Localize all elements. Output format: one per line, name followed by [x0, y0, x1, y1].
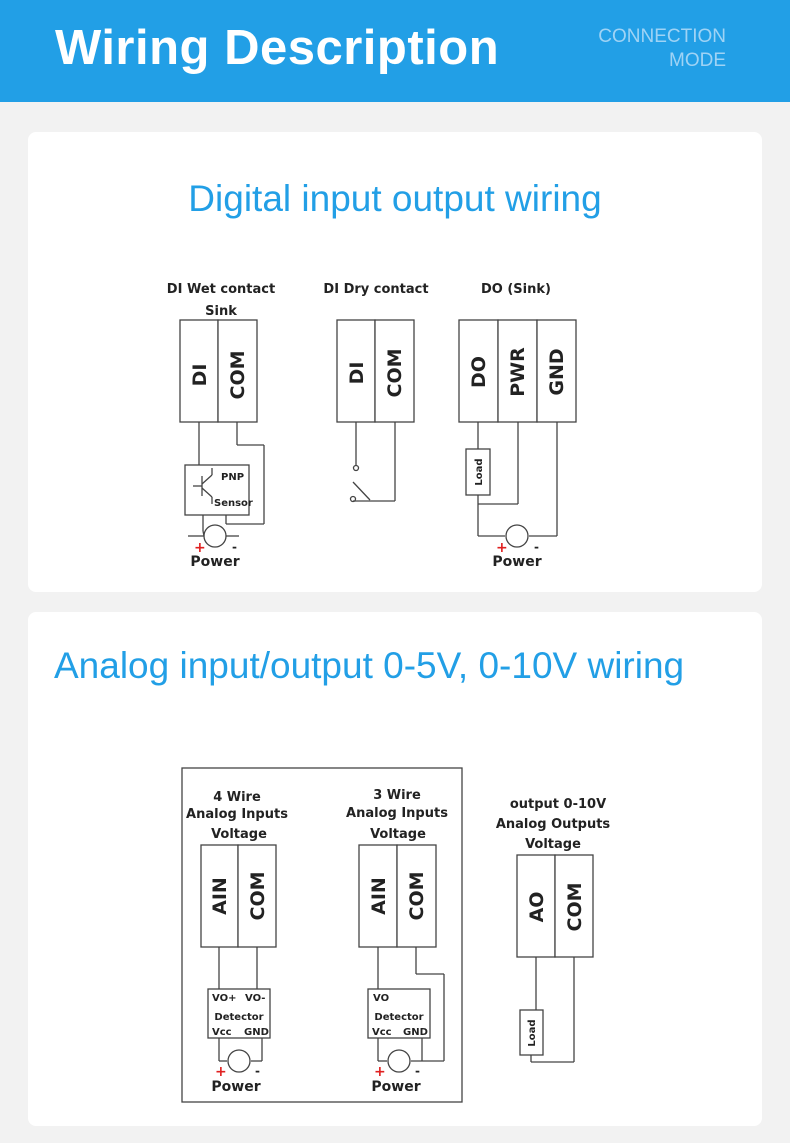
terminal-pwr: PWR: [507, 347, 529, 397]
four-wire-label-3: Voltage: [211, 827, 267, 842]
load-label: Load: [527, 1019, 538, 1046]
power-plus: +: [194, 540, 206, 556]
page-title: Wiring Description: [55, 21, 500, 75]
four-wire-label: 4 Wire: [213, 790, 261, 805]
pnp-label: PNP: [221, 472, 244, 483]
terminal-gnd: GND: [546, 348, 568, 395]
detector-gnd: GND: [244, 1027, 269, 1038]
header-subtitle-line2: MODE: [669, 50, 726, 71]
analog-section-title: Analog input/output 0-5V, 0-10V wiring: [54, 645, 685, 686]
terminal-com: COM: [406, 871, 428, 920]
detector-gnd: GND: [403, 1027, 428, 1038]
terminal-com: COM: [564, 882, 586, 931]
three-wire-label: 3 Wire: [373, 788, 421, 803]
terminal-di: DI: [189, 364, 211, 387]
dry-contact-label: DI Dry contact: [323, 282, 428, 297]
power-minus: -: [415, 1064, 420, 1078]
detector-label: Detector: [374, 1012, 423, 1023]
digital-section-title: Digital input output wiring: [188, 178, 602, 219]
wet-contact-label: DI Wet contact: [167, 282, 275, 297]
header-banner: Wiring Description CONNECTION MODE: [0, 0, 790, 102]
terminal-com: COM: [384, 348, 406, 397]
input-frame: [181, 767, 463, 1103]
detector-label: Detector: [214, 1012, 263, 1023]
terminal-do: DO: [468, 356, 490, 388]
power-minus: -: [255, 1064, 260, 1078]
power-plus: +: [496, 540, 508, 556]
detector-vo: VO: [373, 993, 389, 1004]
header-subtitle-line1: CONNECTION: [598, 26, 726, 47]
digital-wiring-card: Digital input output wiring: [28, 132, 762, 592]
three-wire-label-3: Voltage: [370, 827, 426, 842]
three-wire-label-2: Analog Inputs: [346, 806, 448, 821]
detector-vo-minus: VO-: [245, 993, 265, 1004]
terminal-com: COM: [227, 350, 249, 399]
wet-contact-sublabel: Sink: [205, 304, 237, 319]
load-label: Load: [474, 458, 485, 485]
power-label: Power: [211, 1079, 260, 1095]
power-minus: -: [232, 540, 237, 554]
terminal-com: COM: [247, 871, 269, 920]
power-label: Power: [190, 554, 239, 570]
terminal-di: DI: [346, 362, 368, 385]
detector-vo-plus: VO+: [212, 993, 236, 1004]
output-label: output 0-10V: [510, 797, 606, 812]
power-plus: +: [374, 1064, 386, 1080]
detector-vcc: Vcc: [372, 1027, 392, 1038]
analog-wiring-card: Analog input/output 0-5V, 0-10V wiring: [28, 612, 762, 1126]
output-label-3: Voltage: [525, 837, 581, 852]
analog-wiring-diagram: 4 Wire Analog Inputs Voltage AIN COM VO+…: [181, 767, 611, 1103]
do-sink-label: DO (Sink): [481, 282, 551, 297]
digital-wiring-diagram: DI Wet contact Sink DI COM PNP Sensor + …: [167, 282, 577, 570]
terminal-ain: AIN: [368, 877, 390, 915]
terminal-ain: AIN: [209, 877, 231, 915]
terminal-ao: AO: [526, 892, 548, 923]
power-label: Power: [492, 554, 541, 570]
detector-vcc: Vcc: [212, 1027, 232, 1038]
output-label-2: Analog Outputs: [496, 817, 611, 832]
four-wire-label-2: Analog Inputs: [186, 807, 288, 822]
power-minus: -: [534, 540, 539, 554]
power-plus: +: [215, 1064, 227, 1080]
sensor-label: Sensor: [214, 498, 253, 509]
header-subtitle: CONNECTION MODE: [598, 25, 726, 73]
power-label: Power: [371, 1079, 420, 1095]
